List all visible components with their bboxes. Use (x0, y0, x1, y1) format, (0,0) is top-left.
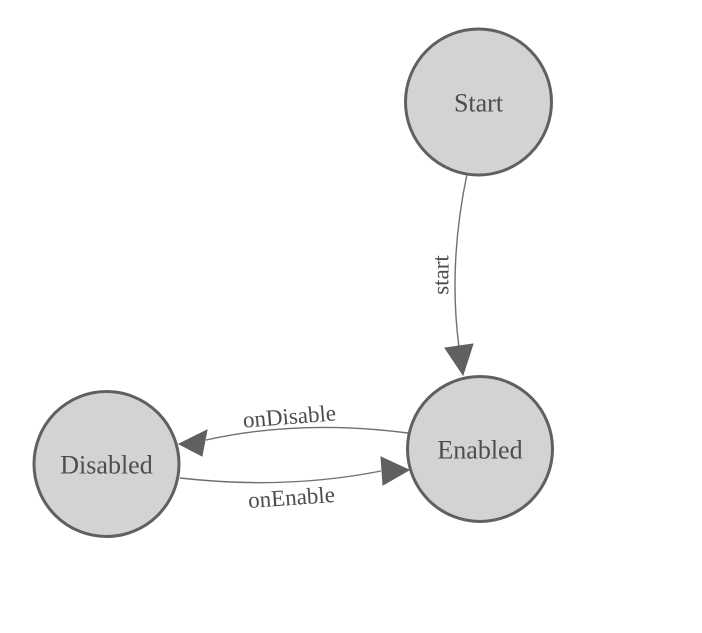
edge-enabled-to-disabled: onDisable (177, 400, 409, 457)
edge-start-to-enabled: start (429, 173, 474, 377)
node-start-label: Start (454, 89, 504, 118)
node-disabled-circle (32, 390, 181, 538)
edge-label-onenable: onEnable (247, 482, 335, 513)
node-start-circle (404, 27, 553, 177)
arrowhead-into-enabled-from-start (444, 343, 474, 377)
node-start: Start (404, 27, 553, 177)
edge-start-to-enabled-line (454, 173, 468, 348)
edge-enabled-to-disabled-line (205, 426, 409, 441)
node-disabled: Disabled (32, 390, 181, 538)
arrowhead-into-disabled (177, 429, 208, 457)
node-enabled: Enabled (406, 375, 554, 523)
node-enabled-circle (406, 375, 554, 523)
arrowhead-into-enabled-from-disabled (380, 456, 411, 486)
node-enabled-label: Enabled (437, 436, 522, 465)
edge-disabled-to-enabled-line (179, 470, 382, 484)
edge-disabled-to-enabled: onEnable (179, 456, 411, 513)
edge-label-start: start (429, 255, 454, 295)
node-disabled-label: Disabled (60, 451, 152, 480)
